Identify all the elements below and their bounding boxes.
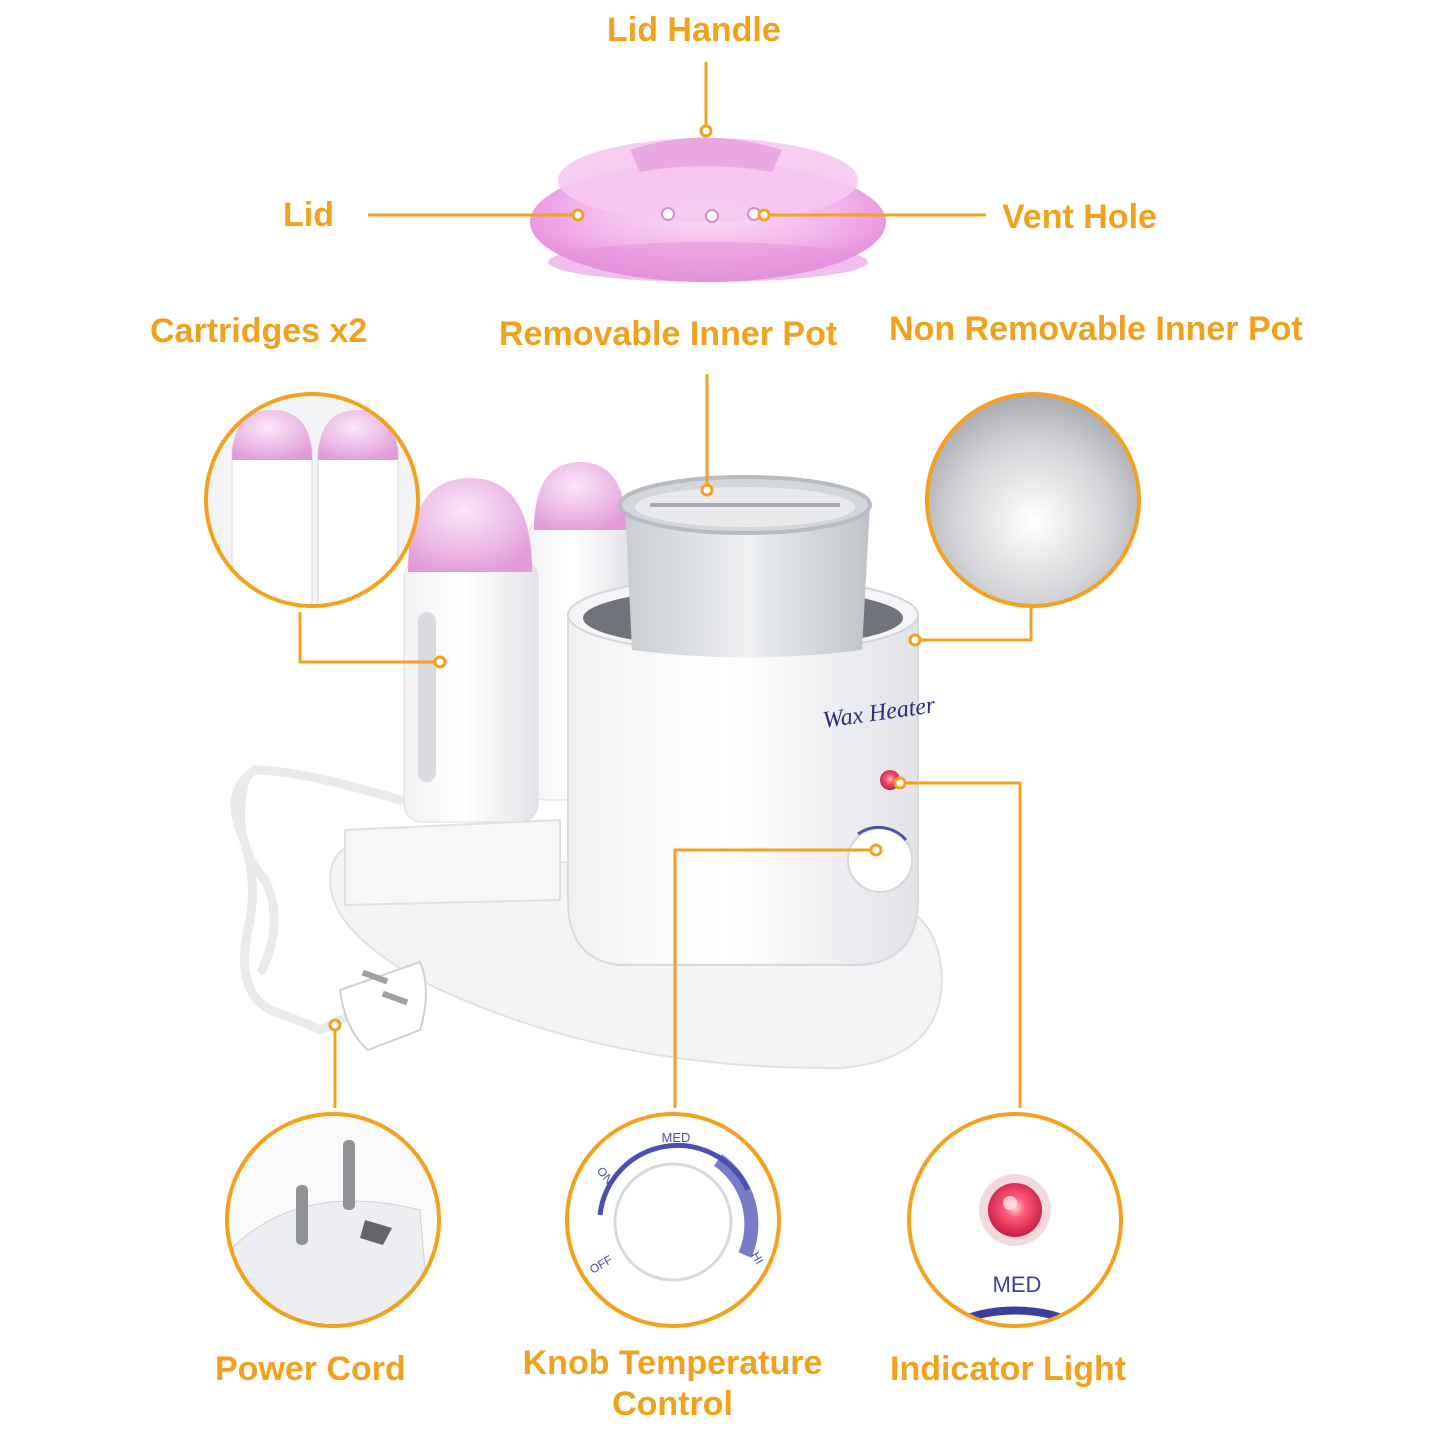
- detail-circle-knob: MED ON OFF HI: [565, 1112, 781, 1328]
- leader-knob: [673, 848, 876, 1108]
- label-knob-line1: Knob Temperature: [522, 1344, 823, 1382]
- label-indicator-light: Indicator Light: [890, 1350, 1127, 1388]
- plug-illustration: [338, 960, 427, 1052]
- knob-med-label: MED: [662, 1130, 691, 1145]
- label-knob-temperature-control: Knob Temperature Control: [510, 1343, 835, 1425]
- lid-handle-shape: [630, 137, 782, 172]
- leader-indicator: [900, 781, 1022, 1108]
- indicator-med-label: MED: [993, 1272, 1042, 1297]
- detail-circle-non-removable-pot: [925, 392, 1141, 608]
- label-vent-hole: Vent Hole: [1002, 198, 1157, 236]
- label-knob-line2: Control: [612, 1384, 733, 1423]
- label-removable-inner-pot: Removable Inner Pot: [499, 315, 838, 353]
- label-power-cord: Power Cord: [215, 1350, 406, 1388]
- label-lid-handle: Lid Handle: [607, 11, 781, 49]
- label-lid: Lid: [283, 196, 334, 234]
- leader-lines: [298, 62, 1033, 1108]
- heater-body: Wax Heater: [567, 475, 937, 966]
- label-non-removable-inner-pot: Non Removable Inner Pot: [889, 310, 1303, 348]
- detail-circle-cartridges: [204, 392, 420, 608]
- label-cartridges: Cartridges x2: [150, 312, 368, 350]
- leader-cartridges: [298, 612, 440, 664]
- detail-circle-plug: [225, 1112, 441, 1328]
- vent-hole-1: [661, 207, 675, 221]
- leader-dots: [328, 124, 922, 1032]
- lid-illustration: [530, 137, 886, 282]
- leader-non-removable: [915, 608, 1033, 642]
- detail-circle-indicator: MED: [907, 1112, 1123, 1328]
- vent-hole-2: [705, 209, 719, 223]
